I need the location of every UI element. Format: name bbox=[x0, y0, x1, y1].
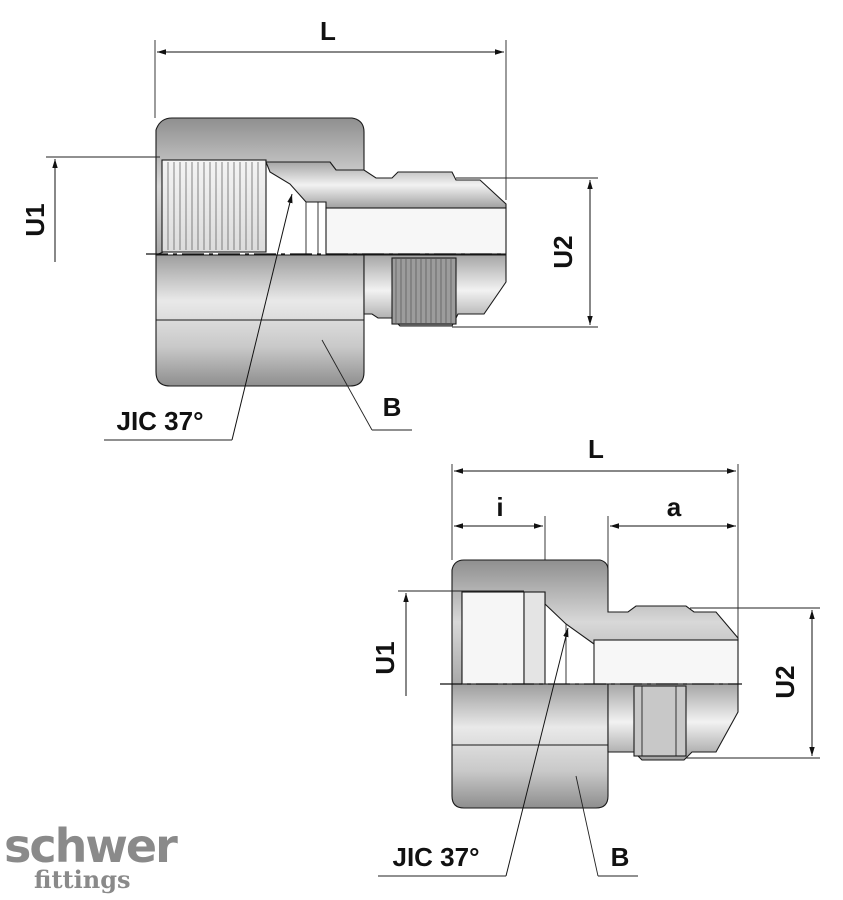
cone-section bbox=[265, 161, 507, 209]
hex-label-b: B bbox=[383, 392, 402, 422]
logo-text-fittings: fittings bbox=[34, 865, 130, 894]
dimension-label-l: L bbox=[588, 434, 604, 464]
dimension-label-l: L bbox=[320, 16, 336, 46]
dimension-label-i: i bbox=[496, 492, 503, 522]
dimension-label-a: a bbox=[667, 492, 682, 522]
fitting-drawing-2: L i a U1 U2 bbox=[370, 434, 820, 877]
hex-label-b: B bbox=[611, 842, 630, 872]
female-thread-hatch bbox=[167, 162, 259, 250]
schwer-fittings-logo: schwer fittings bbox=[4, 819, 180, 894]
jic-leader bbox=[505, 627, 569, 877]
hex-body bbox=[451, 683, 609, 809]
jic-label: JIC 37° bbox=[116, 406, 203, 436]
dimension-label-u1: U1 bbox=[370, 641, 400, 674]
jic-label: JIC 37° bbox=[392, 842, 479, 872]
male-thread bbox=[391, 257, 457, 325]
dimension-label-u1: U1 bbox=[20, 203, 50, 236]
female-bore bbox=[461, 591, 525, 685]
dimension-label-u2: U2 bbox=[770, 665, 800, 698]
fitting-drawing-1: L bbox=[20, 16, 598, 441]
male-thread-hatch bbox=[395, 258, 452, 324]
jic-leader bbox=[231, 193, 293, 441]
dimension-label-u2: U2 bbox=[548, 235, 578, 268]
male-thread bbox=[633, 685, 687, 757]
logo-text-schwer: schwer bbox=[4, 819, 178, 873]
female-thread-bore bbox=[161, 159, 267, 253]
